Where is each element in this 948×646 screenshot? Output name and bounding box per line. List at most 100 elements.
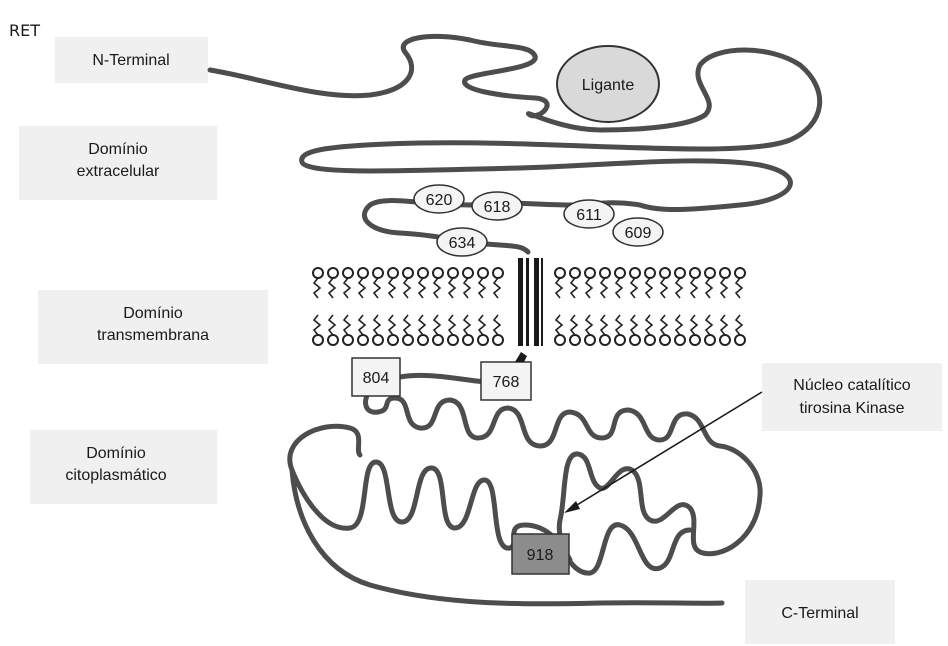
lipid-head xyxy=(705,268,715,278)
kinase-arrow xyxy=(564,392,762,513)
lipid-tail xyxy=(479,278,485,335)
lipid-head xyxy=(615,268,625,278)
lipid-head xyxy=(463,268,473,278)
lipid-tail xyxy=(601,278,607,335)
lipid-head xyxy=(585,335,595,345)
lipid-head xyxy=(373,268,383,278)
lipid-tail xyxy=(691,278,697,335)
lipid-head xyxy=(478,268,488,278)
lipid-tail xyxy=(586,278,592,335)
lipid-tail xyxy=(631,278,637,335)
lipid-head xyxy=(690,335,700,345)
lipid-head xyxy=(388,268,398,278)
label-kinase-core: Núcleo catalítico tirosina Kinase xyxy=(762,363,942,431)
lipid-head xyxy=(418,268,428,278)
lipid-head xyxy=(675,268,685,278)
lipid-head xyxy=(403,335,413,345)
label-cytoplasmic-domain: Domínio citoplasmático xyxy=(30,430,217,504)
lipid-head xyxy=(720,268,730,278)
lipid-head xyxy=(493,268,503,278)
svg-text:citoplasmático: citoplasmático xyxy=(65,467,166,484)
label-c-terminal: C-Terminal xyxy=(745,580,895,644)
svg-text:N-Terminal: N-Terminal xyxy=(92,52,169,69)
lipid-tail xyxy=(494,278,500,335)
residue-611: 611 xyxy=(564,200,614,228)
svg-text:tirosina Kinase: tirosina Kinase xyxy=(800,400,905,417)
svg-text:Domínio: Domínio xyxy=(123,305,183,322)
lipid-head xyxy=(463,335,473,345)
svg-text:extracelular: extracelular xyxy=(77,163,160,180)
svg-text:611: 611 xyxy=(576,207,602,224)
lipid-head xyxy=(418,335,428,345)
lipid-head xyxy=(600,268,610,278)
lipid-head xyxy=(448,335,458,345)
svg-text:609: 609 xyxy=(625,225,652,242)
lipid-tail xyxy=(374,278,380,335)
svg-text:620: 620 xyxy=(426,192,453,209)
lipid-head xyxy=(313,268,323,278)
lipid-head xyxy=(660,268,670,278)
lipid-head xyxy=(403,268,413,278)
lipid-head xyxy=(433,268,443,278)
lipid-tail xyxy=(646,278,652,335)
residue-768: 768 xyxy=(481,352,531,400)
ligand: Ligante xyxy=(557,46,659,122)
lipid-tail xyxy=(389,278,395,335)
lipid-head xyxy=(705,335,715,345)
svg-text:Ligante: Ligante xyxy=(582,77,635,94)
extracellular-chain xyxy=(210,36,820,252)
residue-618: 618 xyxy=(472,192,522,220)
lipid-head xyxy=(585,268,595,278)
lipid-head xyxy=(735,335,745,345)
lipid-head xyxy=(735,268,745,278)
lipid-tail xyxy=(314,278,320,335)
transmembrane-helix xyxy=(518,258,543,346)
svg-text:Núcleo catalítico: Núcleo catalítico xyxy=(793,377,910,394)
lipid-head xyxy=(493,335,503,345)
lipid-head xyxy=(373,335,383,345)
lipid-head xyxy=(690,268,700,278)
lipid-head xyxy=(570,335,580,345)
svg-text:618: 618 xyxy=(484,199,511,216)
svg-text:918: 918 xyxy=(527,547,554,564)
svg-text:634: 634 xyxy=(449,235,476,252)
residue-609: 609 xyxy=(613,218,663,246)
residue-804: 804 xyxy=(352,358,400,396)
svg-text:Domínio: Domínio xyxy=(86,445,146,462)
label-n-terminal: N-Terminal xyxy=(55,37,208,83)
lipid-head xyxy=(600,335,610,345)
lipid-head xyxy=(570,268,580,278)
svg-text:transmembrana: transmembrana xyxy=(97,327,209,344)
lipid-tail xyxy=(419,278,425,335)
label-extracellular-domain: Domínio extracelular xyxy=(19,126,217,200)
lipid-head xyxy=(433,335,443,345)
lipid-tail xyxy=(434,278,440,335)
lipid-head xyxy=(343,268,353,278)
lipid-head xyxy=(630,335,640,345)
lipid-head xyxy=(555,335,565,345)
lipid-tail xyxy=(736,278,742,335)
lipid-head xyxy=(660,335,670,345)
lipid-head xyxy=(555,268,565,278)
svg-text:768: 768 xyxy=(493,374,520,391)
lipid-head xyxy=(328,335,338,345)
lipid-head xyxy=(630,268,640,278)
lipid-head xyxy=(358,268,368,278)
svg-text:804: 804 xyxy=(363,370,390,387)
lipid-tail xyxy=(676,278,682,335)
lipid-head xyxy=(343,335,353,345)
svg-text:C-Terminal: C-Terminal xyxy=(781,605,858,622)
lipid-tail xyxy=(706,278,712,335)
lipid-tail xyxy=(329,278,335,335)
lipid-tail xyxy=(721,278,727,335)
lipid-tail xyxy=(616,278,622,335)
diagram-title: RET xyxy=(9,21,40,40)
lipid-tail xyxy=(661,278,667,335)
lipid-tail xyxy=(449,278,455,335)
residue-634: 634 xyxy=(437,228,487,256)
lipid-tail xyxy=(464,278,470,335)
lipid-head xyxy=(358,335,368,345)
lipid-head xyxy=(645,335,655,345)
lipid-head xyxy=(328,268,338,278)
